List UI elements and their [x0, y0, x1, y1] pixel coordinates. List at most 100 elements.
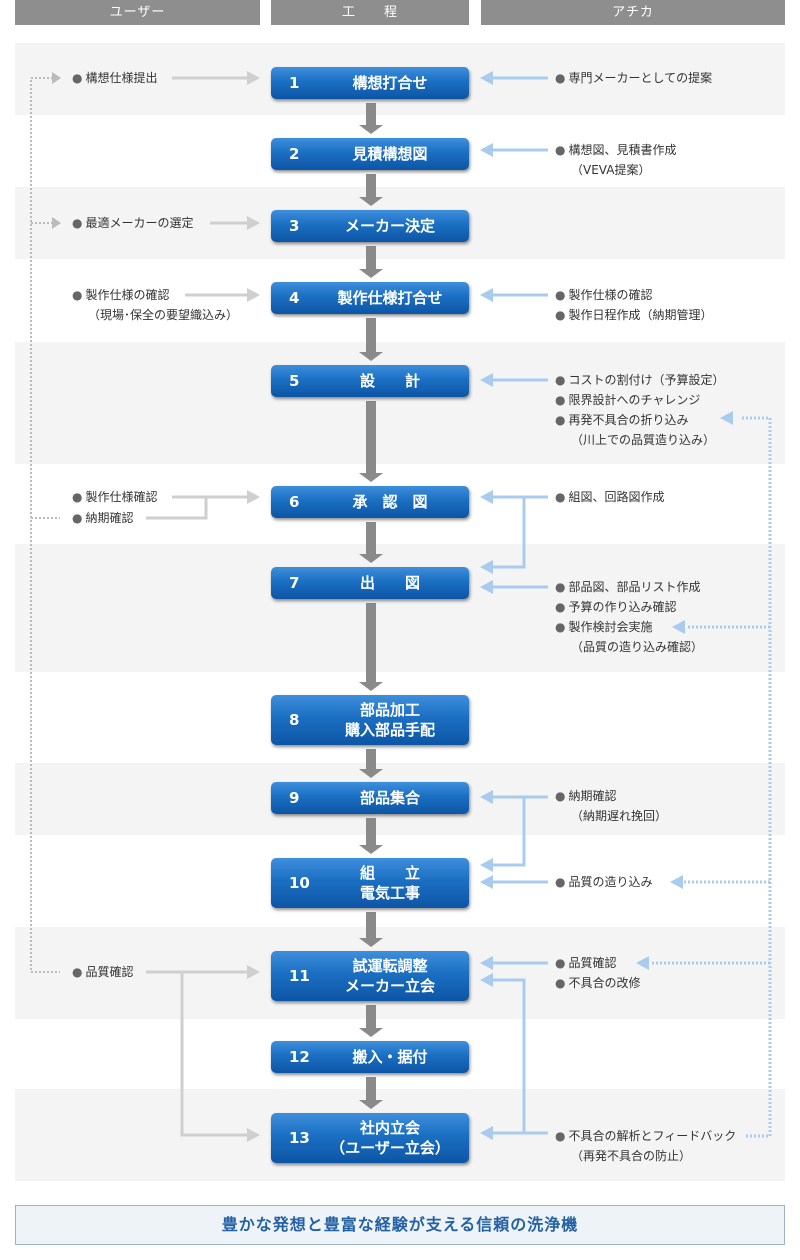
flow-arrow-head	[359, 769, 383, 778]
bullet-icon: ●	[555, 956, 566, 970]
flow-arrow-head	[359, 1028, 383, 1037]
bullet-icon: ●	[555, 490, 566, 504]
company-arrow-9-10	[492, 797, 526, 867]
user-note-11: ●品質確認	[72, 965, 134, 979]
step-label: 出 図	[359, 574, 420, 592]
flow-arrow-head	[359, 1100, 383, 1109]
flow-arrow-head	[359, 845, 383, 854]
step-number: 3	[289, 217, 300, 235]
user-note-3: ●最適メーカーの選定	[72, 216, 194, 230]
footer-slogan: 豊かな発想と豊富な経験が支える信頼の洗浄機	[15, 1205, 785, 1245]
step-label: 構想打合せ	[352, 74, 428, 92]
company-note-13: ●不具合の解析とフィードバック（再発不具合の防止）	[555, 1129, 737, 1163]
step-number: 11	[289, 967, 310, 985]
flow-arrow-head	[359, 269, 383, 278]
step-number: 7	[289, 574, 300, 592]
flow-arrow-shaft	[366, 912, 376, 938]
flow-arrow-shaft	[366, 246, 376, 269]
flow-arrow-shaft	[366, 1005, 376, 1028]
flow-arrow-head	[359, 197, 383, 206]
bullet-icon: ●	[555, 393, 566, 407]
user-arrow-13	[180, 972, 248, 1137]
bullet-icon: ●	[72, 71, 83, 85]
step-number: 13	[289, 1129, 310, 1147]
process-flow-arrows	[359, 103, 383, 1109]
user-note-4: ●製作仕様の確認（現場･保全の要望織込み）	[72, 288, 239, 322]
company-note-1: ●専門メーカーとしての提案	[555, 71, 713, 85]
bullet-icon: ●	[555, 288, 566, 302]
step-label: 社内立会 （ユーザー立会）	[330, 1119, 450, 1157]
bullet-icon: ●	[555, 143, 566, 157]
flow-arrow-head	[359, 473, 383, 482]
flow-arrow-head	[359, 352, 383, 361]
step-label: 試運転調整 メーカー立会	[344, 957, 435, 995]
flow-arrow-shaft	[366, 522, 376, 554]
flow-arrow-shaft	[366, 318, 376, 352]
step-label: 搬入・据付	[352, 1048, 428, 1066]
user-dotted-loop	[30, 77, 60, 973]
feedback-dotted-loop	[740, 416, 772, 1138]
flow-arrow-head	[359, 125, 383, 134]
step-11: 11 試運転調整 メーカー立会	[271, 951, 469, 1001]
company-note-4: ●製作仕様の確認●製作日程作成（納期管理）	[555, 288, 713, 322]
step-label: 組 立 電気工事	[359, 864, 420, 902]
step-number: 4	[289, 289, 300, 307]
user-note-6b: ●納期確認	[72, 511, 134, 525]
company-note-11: ●品質確認●不具合の改修	[555, 956, 641, 990]
bullet-icon: ●	[72, 511, 83, 525]
bullet-icon: ●	[72, 216, 83, 230]
bullet-icon: ●	[72, 490, 83, 504]
bullet-icon: ●	[555, 413, 566, 427]
row-band	[15, 342, 785, 464]
user-note-6a: ●製作仕様確認	[72, 490, 158, 504]
header-user: ユーザー	[15, 0, 260, 25]
header-process: 工 程	[271, 0, 469, 25]
flow-arrow-shaft	[366, 401, 376, 473]
step-number: 10	[289, 874, 310, 892]
flow-arrow-shaft	[366, 818, 376, 845]
bullet-icon: ●	[72, 965, 83, 979]
step-10: 10 組 立 電気工事	[271, 858, 469, 908]
step-number: 2	[289, 145, 300, 163]
company-note-10: ●品質の造り込み	[555, 875, 653, 889]
step-number: 6	[289, 493, 300, 511]
bullet-icon: ●	[555, 308, 566, 322]
company-arrow-6-7	[492, 497, 526, 569]
step-label: 製作仕様打合せ	[337, 289, 443, 307]
bullet-icon: ●	[555, 875, 566, 889]
user-arrow-6b	[146, 497, 208, 520]
step-4: 4 製作仕様打合せ	[271, 282, 469, 314]
flow-arrow-shaft	[366, 749, 376, 769]
bullet-icon: ●	[555, 71, 566, 85]
bullet-icon: ●	[555, 789, 566, 803]
step-number: 8	[289, 711, 300, 729]
bullet-icon: ●	[72, 288, 83, 302]
step-label: 部品加工 購入部品手配	[344, 701, 435, 739]
step-7: 7 出 図	[271, 567, 469, 599]
step-number: 9	[289, 789, 300, 807]
bullet-icon: ●	[555, 620, 566, 634]
company-note-2: ●構想図、見積書作成（VEVA提案）	[555, 143, 677, 177]
bullet-icon: ●	[555, 1129, 566, 1143]
flow-arrow-head	[359, 554, 383, 563]
company-note-9: ●納期確認（納期遅れ挽回）	[555, 789, 668, 823]
flow-arrow-head	[359, 938, 383, 947]
user-note-1: ●構想仕様提出	[72, 71, 158, 85]
bullet-icon: ●	[555, 976, 566, 990]
company-arrow-13-11	[492, 978, 526, 1133]
flow-arrow-shaft	[366, 603, 376, 682]
bullet-icon: ●	[555, 580, 566, 594]
flow-arrow-shaft	[366, 1077, 376, 1100]
step-label: 設 計	[359, 372, 420, 390]
flow-arrow-head	[359, 682, 383, 691]
flow-arrow-shaft	[366, 174, 376, 197]
header-company: アチカ	[481, 0, 785, 25]
